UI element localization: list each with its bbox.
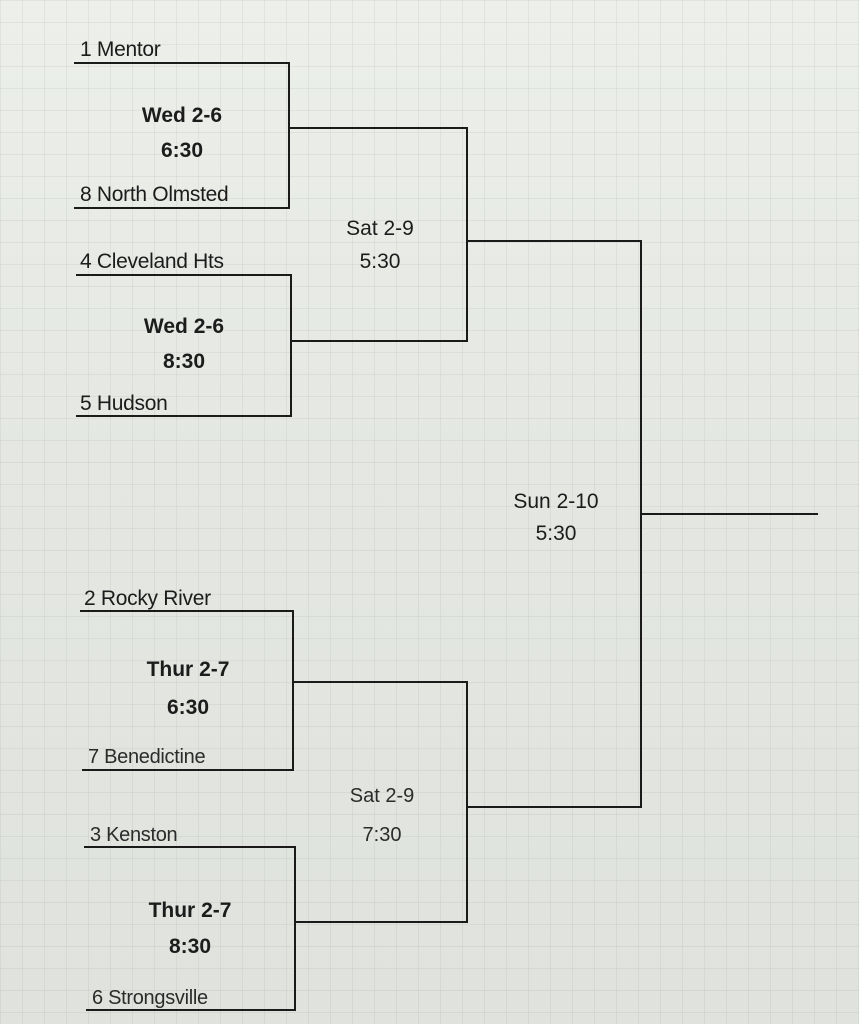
game-2-date: Wed 2-6: [143, 315, 225, 338]
game-3-date: Thur 2-7: [146, 658, 230, 681]
semifinal-2-date: Sat 2-9: [349, 785, 415, 807]
game-3-time: 6:30: [166, 696, 210, 719]
game-4-date: Thur 2-7: [148, 899, 232, 922]
semifinal-1-time: 5:30: [359, 250, 401, 273]
team-seed-8: 8 North Olmsted: [80, 183, 229, 206]
bracket-line: [296, 921, 468, 923]
bracket-line: [74, 207, 290, 209]
bracket-line: [292, 340, 468, 342]
bracket-line: [76, 415, 292, 417]
semifinal-1-date: Sat 2-9: [346, 217, 414, 240]
bracket-line: [292, 681, 468, 683]
bracket-line: [84, 846, 296, 848]
game-4-time: 8:30: [168, 935, 212, 958]
champion-line: [640, 513, 818, 515]
final-time: 5:30: [535, 522, 577, 545]
bracket-line: [82, 769, 294, 771]
game-2-time: 8:30: [162, 350, 206, 373]
team-seed-4: 4 Cleveland Hts: [80, 250, 224, 273]
bracket-line: [292, 610, 294, 771]
game-1-time: 6:30: [160, 139, 204, 162]
bracket-line: [80, 610, 294, 612]
bracket-line: [466, 127, 468, 342]
final-date: Sun 2-10: [513, 490, 599, 513]
team-seed-5: 5 Hudson: [80, 392, 168, 415]
bracket-line: [640, 240, 642, 808]
team-seed-6: 6 Strongsville: [92, 987, 208, 1009]
semifinal-2-time: 7:30: [362, 824, 402, 846]
bracket-line: [86, 1009, 296, 1011]
team-seed-1: 1 Mentor: [80, 38, 161, 61]
bracket-line: [76, 274, 292, 276]
bracket-line: [294, 846, 296, 1011]
bracket-line: [466, 806, 642, 808]
bracket-line: [466, 240, 642, 242]
team-seed-7: 7 Benedictine: [88, 746, 206, 768]
team-seed-2: 2 Rocky River: [84, 587, 211, 610]
bracket-line: [74, 62, 290, 64]
bracket-line: [290, 274, 292, 417]
game-1-date: Wed 2-6: [141, 104, 223, 127]
bracket-line: [290, 127, 468, 129]
bracket-line: [466, 681, 468, 923]
bracket-line: [288, 62, 290, 209]
team-seed-3: 3 Kenston: [90, 824, 178, 846]
